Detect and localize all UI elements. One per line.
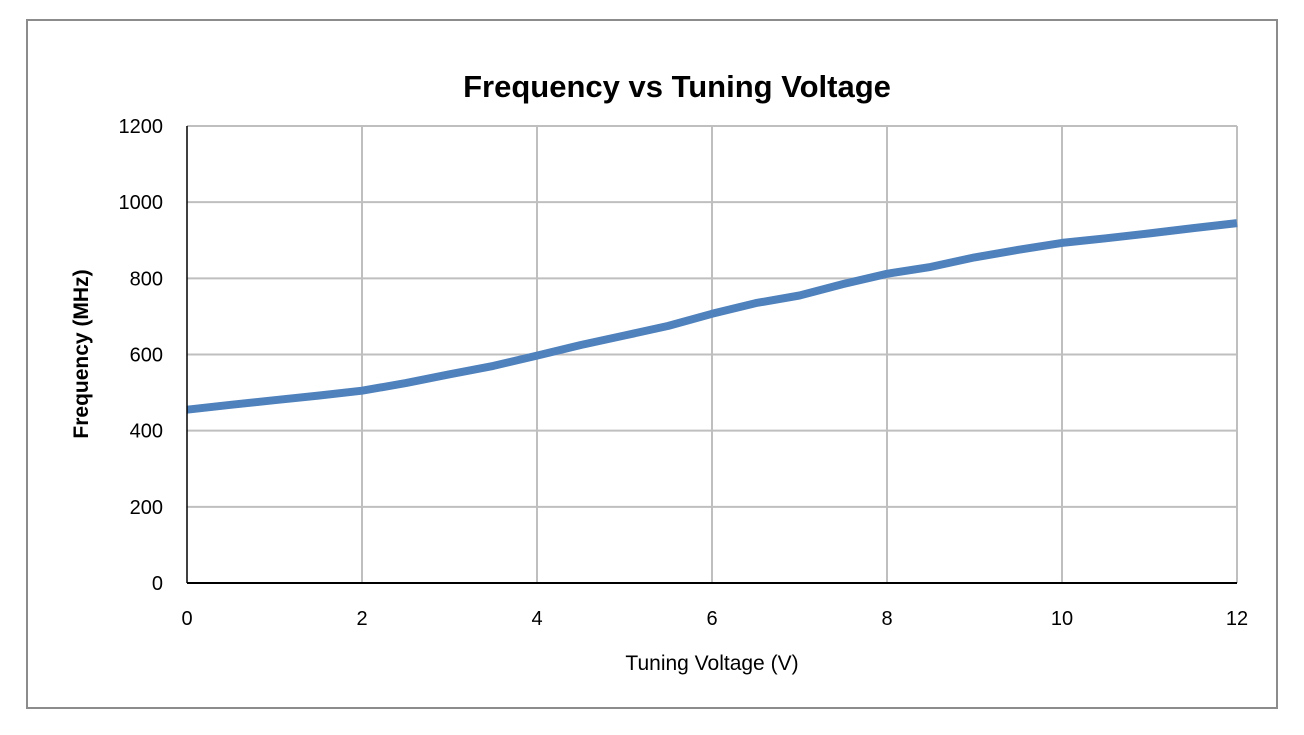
x-tick-label: 6 [706, 608, 717, 630]
y-tick-label: 200 [130, 497, 163, 519]
x-axis-label: Tuning Voltage (V) [625, 652, 798, 675]
x-tick-label: 8 [881, 608, 892, 630]
y-tick-label: 800 [130, 268, 163, 290]
chart-svg: Frequency vs Tuning Voltage 020040060080… [70, 69, 1249, 675]
x-tick-label: 4 [531, 608, 542, 630]
grid-layer [187, 125, 1238, 583]
x-tick-label: 12 [1226, 608, 1248, 630]
series-layer [186, 219, 1238, 414]
y-tick-label: 600 [130, 345, 163, 367]
axis-layer [186, 126, 1237, 584]
y-tick-label: 1200 [119, 116, 164, 138]
y-tick-label: 0 [152, 573, 163, 595]
y-axis-label: Frequency (MHz) [70, 269, 93, 438]
x-tick-label: 2 [356, 608, 367, 630]
chart-title: Frequency vs Tuning Voltage [463, 69, 891, 104]
series-line [186, 219, 1238, 414]
x-tick-label: 0 [181, 608, 192, 630]
x-tick-label: 10 [1051, 608, 1073, 630]
y-tick-label: 400 [130, 421, 163, 443]
tick-layer: 0 200 400 600 800 1000 1200 0 2 4 6 8 10 12 [119, 116, 1249, 630]
y-tick-label: 1000 [119, 192, 164, 214]
